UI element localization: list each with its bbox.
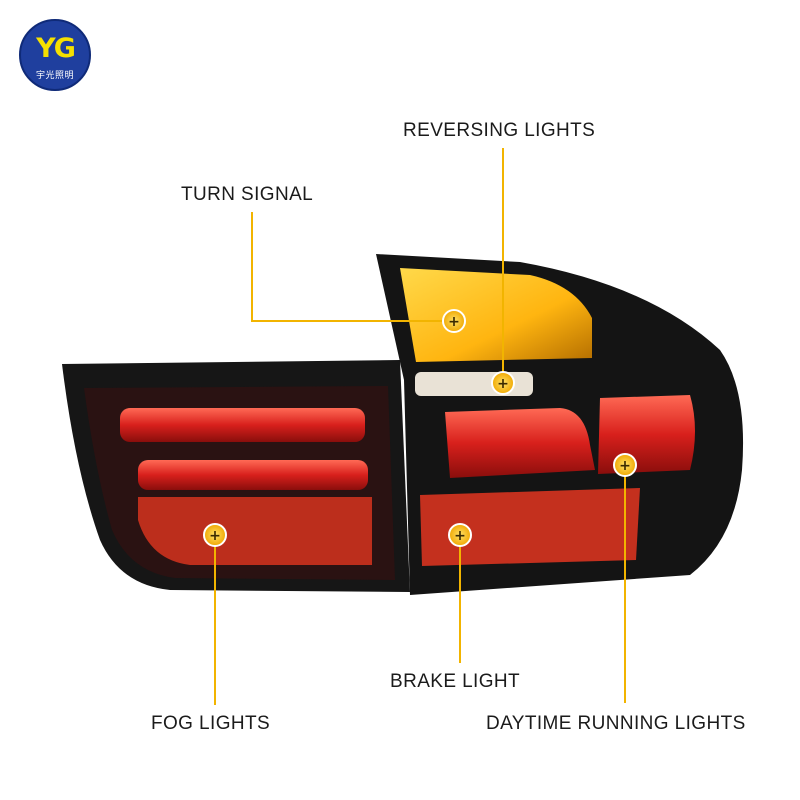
amber-turn-lens xyxy=(400,268,592,362)
svg-text:+: + xyxy=(619,458,631,474)
reverse-lens xyxy=(415,372,533,396)
logo-text: 宇光照明 xyxy=(35,70,74,80)
left-middle-bar xyxy=(138,460,368,490)
reversing-marker-icon: + xyxy=(491,371,515,395)
turn-signal-callout-line xyxy=(251,212,448,322)
logo-mark: YG xyxy=(36,33,76,64)
turn-signal-label: TURN SIGNAL xyxy=(181,184,314,205)
drl-marker-icon: + xyxy=(613,453,637,477)
brand-logo: YG 宇光照明 xyxy=(19,19,91,91)
right-outer-lens xyxy=(598,395,695,474)
daytime-running-lights-label: DAYTIME RUNNING LIGHTS xyxy=(486,713,746,734)
daytime-running-arc xyxy=(445,408,595,478)
fog-marker-icon: + xyxy=(203,523,227,547)
callout-markers: + + + + + xyxy=(203,309,637,547)
fog-lights-label: FOG LIGHTS xyxy=(151,713,271,734)
left-lower-block xyxy=(138,497,372,565)
right-tail-lamp xyxy=(376,254,744,595)
callout-lines xyxy=(214,148,626,705)
brake-marker-icon: + xyxy=(448,523,472,547)
svg-text:+: + xyxy=(209,528,221,544)
left-upper-bar xyxy=(120,408,365,442)
turn-signal-marker-icon: + xyxy=(442,309,466,333)
svg-text:+: + xyxy=(454,528,466,544)
svg-text:+: + xyxy=(448,314,460,330)
right-lower-block xyxy=(420,488,640,566)
reversing-lights-label: REVERSING LIGHTS xyxy=(403,120,596,141)
svg-text:+: + xyxy=(497,376,509,392)
brake-light-label: BRAKE LIGHT xyxy=(390,671,521,692)
left-tail-lamp xyxy=(62,360,410,592)
